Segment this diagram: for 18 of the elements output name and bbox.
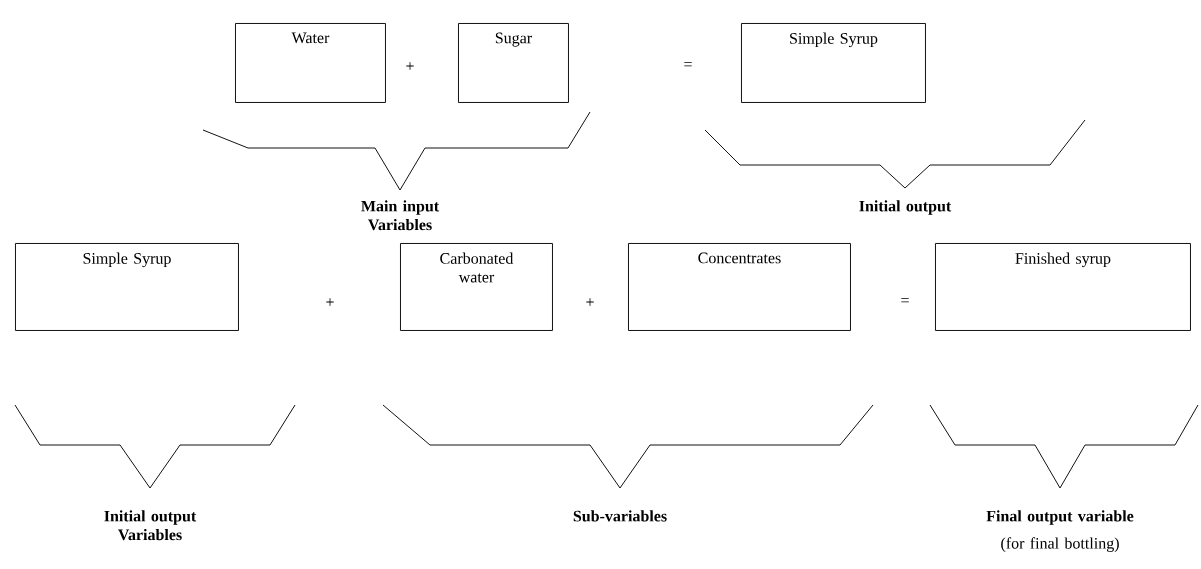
plus-sign: + (406, 62, 414, 70)
equals-sign: = (684, 62, 692, 67)
process-box: Water (235, 23, 386, 103)
bracket-label: Sub-variables (573, 510, 667, 522)
plus-sign: + (326, 298, 334, 306)
bracket-note: (for final bottling) (1001, 537, 1119, 552)
process-box: Simple Syrup (15, 243, 239, 331)
plus-sign: + (586, 298, 594, 306)
bracket-label: Initial output Variables (104, 510, 197, 541)
bracket-label: Initial output (859, 200, 952, 215)
process-box: Simple Syrup (741, 23, 926, 103)
process-box: Finished syrup (935, 243, 1191, 331)
process-box: Sugar (458, 23, 569, 103)
bracket-label: Final output variable (986, 510, 1134, 525)
process-box: Concentrates (628, 243, 851, 331)
bracket-label: Main input Variables (361, 200, 440, 231)
equals-sign: = (901, 298, 909, 303)
process-box: Carbonated water (400, 243, 553, 331)
